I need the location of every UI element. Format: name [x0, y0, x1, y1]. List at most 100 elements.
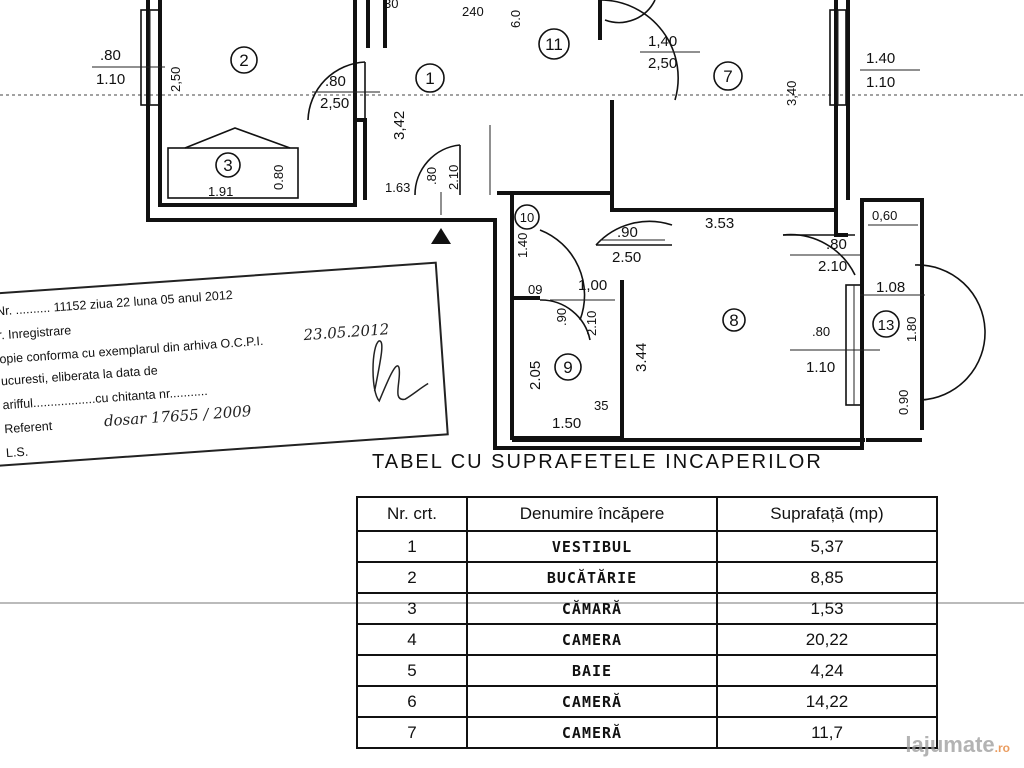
walls	[146, 0, 924, 450]
cell-area: 5,37	[716, 530, 938, 563]
dim-text: 1.40	[866, 50, 895, 67]
cell-name: CAMERĂ	[466, 716, 718, 749]
cell-name: BAIE	[466, 654, 718, 687]
room-11-label: 11	[545, 35, 563, 54]
dim-text: 1.80	[904, 317, 919, 342]
dim-text: 3,40	[784, 81, 799, 106]
cell-name: CAMERĂ	[466, 685, 718, 718]
windows	[140, 9, 863, 406]
dim-text: .90	[617, 224, 638, 241]
dim-text: 2.10	[446, 165, 461, 190]
cell-nr: 1	[356, 530, 468, 563]
room-7-label: 7	[723, 67, 732, 86]
watermark-suffix: .ro	[994, 741, 1010, 755]
dim-text: 1.50	[552, 415, 581, 432]
dim-text: 3.53	[705, 215, 734, 232]
cell-nr: 5	[356, 654, 468, 687]
room-area-table: Nr. crt. Denumire încăpere Suprafață (mp…	[356, 496, 938, 749]
room-labels: 2 3 1 11 7 8 9 10 13	[215, 28, 900, 381]
cell-area: 8,85	[716, 561, 938, 594]
header-area: Suprafață (mp)	[716, 496, 938, 532]
stamp-line-6: Referent	[4, 419, 53, 436]
stamp-line-1: Nr. .......... 11152 ziua 22 luna 05 anu…	[0, 288, 233, 319]
door-swings	[307, 0, 986, 401]
dim-text: 1.63	[385, 180, 410, 195]
header-name: Denumire încăpere	[466, 496, 718, 532]
dim-text: 1.08	[876, 279, 905, 296]
cell-area: 4,24	[716, 654, 938, 687]
dim-text: 1.10	[866, 74, 895, 91]
dim-text: 2.10	[584, 311, 599, 336]
ocpi-stamp: Nr. .......... 11152 ziua 22 luna 05 anu…	[0, 261, 449, 467]
dim-text: 2.05	[527, 361, 544, 390]
dim-text: 2,50	[648, 55, 677, 72]
cell-area: 11,7	[716, 716, 938, 749]
stamp-line-4: ucuresti, eliberata la data de	[0, 363, 158, 388]
dim-text: 1.10	[96, 71, 125, 88]
cell-name: CAMERA	[466, 623, 718, 656]
cell-nr: 7	[356, 716, 468, 749]
dim-text: 09	[528, 282, 542, 297]
stamp-line-6b: dosar 17655 / 2009	[103, 402, 252, 430]
cell-nr: 6	[356, 685, 468, 718]
cell-nr: 4	[356, 623, 468, 656]
dim-text: 1.10	[806, 359, 835, 376]
stamp-line-7: L.S.	[5, 445, 28, 461]
stamp-line-2: r. Inregistrare	[0, 323, 72, 342]
dimension-texts: .80 1.10 2,50 .80 2,50 3,42 240 6.0 1,40…	[96, 0, 919, 432]
dim-text: 1.91	[208, 184, 233, 199]
dim-text: 1.40	[515, 233, 530, 258]
room-9-label: 9	[563, 358, 572, 377]
dim-text: 1,40	[648, 33, 677, 50]
dim-text: .80	[325, 73, 346, 90]
dim-text: 240	[462, 4, 484, 19]
header-nr: Nr. crt.	[356, 496, 468, 532]
dim-text: 6.0	[508, 10, 523, 28]
dim-text: 2.10	[818, 258, 847, 275]
room-10-label: 10	[520, 210, 534, 225]
cell-name: BUCĂTĂRIE	[466, 561, 718, 594]
room-8-label: 8	[729, 311, 738, 330]
dim-text: 2.50	[612, 249, 641, 266]
cell-area: 14,22	[716, 685, 938, 718]
dim-text: 3.44	[633, 343, 650, 372]
dim-text: 0.80	[271, 165, 286, 190]
dim-text: 1,00	[578, 277, 607, 294]
watermark-text: lajumate	[905, 732, 995, 757]
table-header-row: Nr. crt. Denumire încăpere Suprafață (mp…	[356, 496, 938, 532]
signature-mark	[372, 340, 429, 403]
dim-text: .80	[100, 47, 121, 64]
dim-text: .90	[554, 308, 569, 326]
watermark: lajumate.ro	[905, 732, 1010, 758]
stamp-line-3b: 23.05.2012	[302, 320, 390, 344]
room-2-label: 2	[239, 51, 248, 70]
dim-text: 0,60	[872, 208, 897, 223]
dimension-lines	[92, 51, 925, 351]
dim-text: .80	[424, 167, 439, 185]
cell-nr: 3	[356, 592, 468, 625]
cell-name: CĂMARĂ	[466, 592, 718, 625]
dim-text: 2,50	[320, 95, 349, 112]
dim-text: 0.90	[896, 390, 911, 415]
dim-text: .80	[812, 324, 830, 339]
dim-text: .80	[826, 236, 847, 253]
room-13-label: 13	[878, 317, 895, 334]
dim-text: 2,50	[168, 67, 183, 92]
cell-nr: 2	[356, 561, 468, 594]
cell-name: VESTIBUL	[466, 530, 718, 563]
room-1-label: 1	[425, 69, 434, 88]
dim-text: 35	[594, 398, 608, 413]
dim-text: 30	[384, 0, 398, 11]
room-3-label: 3	[223, 156, 232, 175]
cell-area: 20,22	[716, 623, 938, 656]
fixtures	[167, 125, 491, 244]
